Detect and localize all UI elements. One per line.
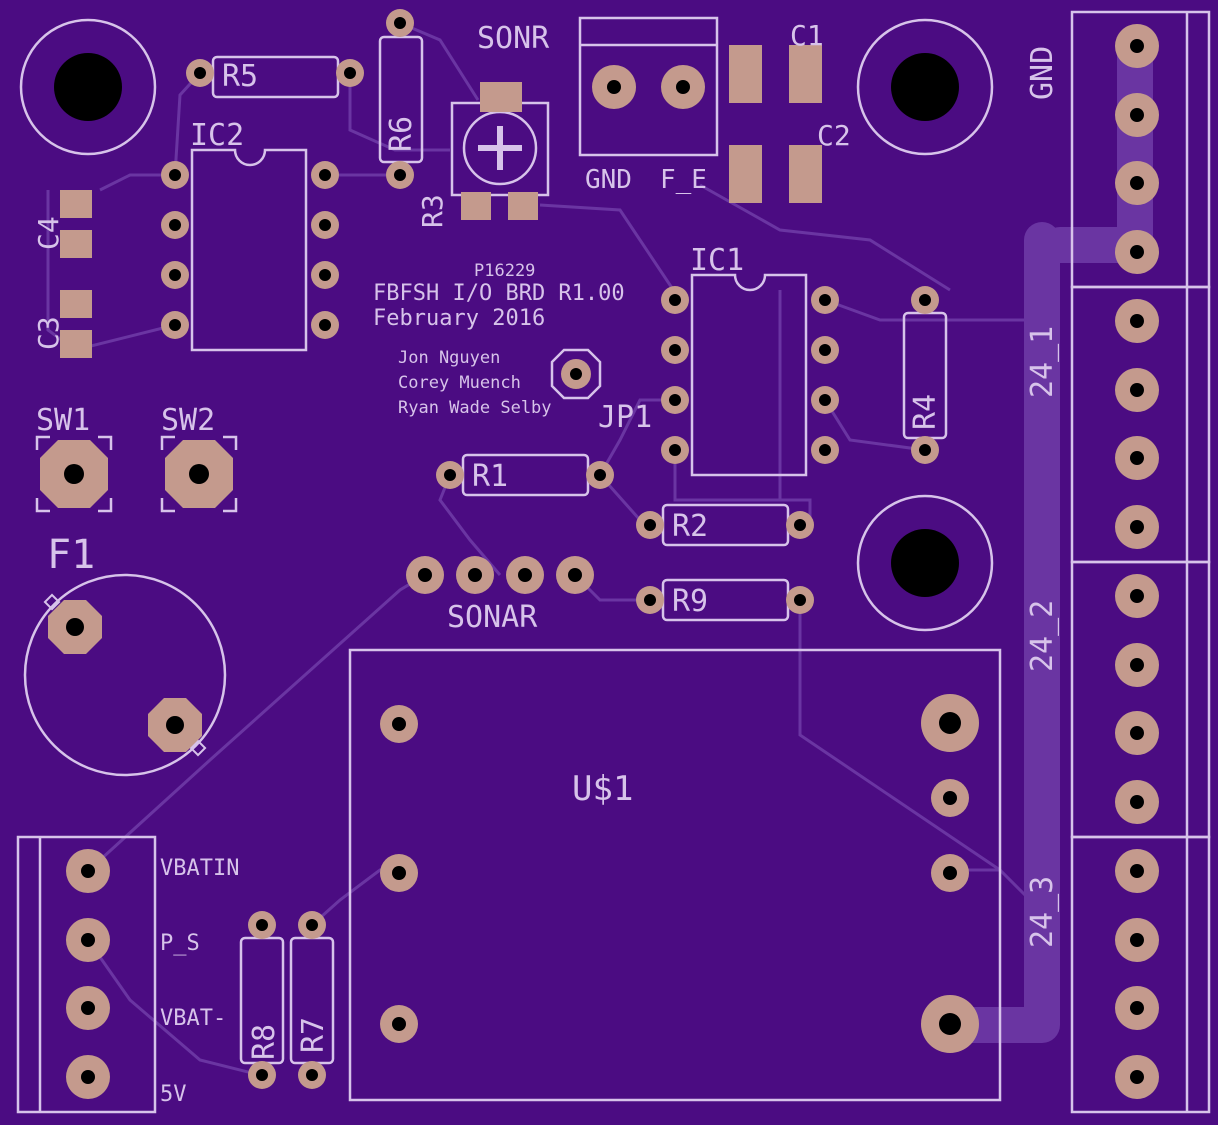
resistor-r9: R9 xyxy=(636,578,814,622)
resistor-r5: R5 xyxy=(186,55,364,99)
ic1-label: IC1 xyxy=(690,243,744,278)
sonar-label: SONAR xyxy=(447,600,538,635)
capacitor-c4: C4 xyxy=(32,190,92,258)
mounting-hole-tr xyxy=(856,18,994,156)
terminal-block-24-2: 24_2 xyxy=(1025,560,1211,839)
pin-ps: P_S xyxy=(160,931,200,956)
f1-label: F1 xyxy=(47,532,95,578)
jumper-jp1: JP1 xyxy=(550,348,652,435)
r3-label: R3 xyxy=(416,194,449,228)
author-2: Corey Muench xyxy=(398,373,521,393)
terminal-block-gnd: GND xyxy=(1025,10,1211,289)
project-number: P16229 xyxy=(474,261,535,281)
mounting-hole-mr xyxy=(856,494,994,632)
label-24-1: 24_1 xyxy=(1025,326,1060,398)
header-sonar: SONAR xyxy=(406,556,594,635)
r2-label: R2 xyxy=(672,509,708,544)
author-3: Ryan Wade Selby xyxy=(398,398,552,418)
switch-sw1: SW1 xyxy=(35,403,113,513)
resistor-r7: R7 xyxy=(289,911,335,1089)
capacitor-c3: C3 xyxy=(32,290,92,358)
resistor-r8: R8 xyxy=(239,911,285,1089)
resistor-r2: R2 xyxy=(636,503,814,547)
ic2-label: IC2 xyxy=(190,118,244,153)
author-1: Jon Nguyen xyxy=(398,348,500,368)
resistor-r4: R4 xyxy=(902,286,948,464)
board-title: FBFSH I/O BRD R1.00 xyxy=(373,281,625,306)
label-24-2: 24_2 xyxy=(1025,600,1060,672)
r7-label: R7 xyxy=(296,1017,331,1053)
label-24-3: 24_3 xyxy=(1025,876,1060,948)
board-date: February 2016 xyxy=(373,306,545,331)
trimpot-r3: R3 xyxy=(416,82,550,228)
sonr-label: SONR xyxy=(477,21,550,56)
board-info: P16229 FBFSH I/O BRD R1.00 February 2016… xyxy=(373,261,625,418)
capacitor-c1: C1 xyxy=(729,19,824,103)
fuse-f1: F1 xyxy=(23,532,227,777)
r4-label: R4 xyxy=(908,394,943,430)
pin-vbatin: VBATIN xyxy=(160,856,239,881)
r5-label: R5 xyxy=(222,59,258,94)
connector-power: VBATIN P_S VBAT- 5V xyxy=(16,835,239,1114)
r6-label: R6 xyxy=(384,116,419,152)
c4-label: C4 xyxy=(32,216,65,250)
terminal-block-24-3: 24_3 xyxy=(1025,835,1211,1114)
resistor-r1: R1 xyxy=(436,453,614,497)
pin-vbat-minus: VBAT- xyxy=(160,1006,226,1031)
r9-label: R9 xyxy=(672,584,708,619)
r1-label: R1 xyxy=(472,459,508,494)
chip-ic1: IC1 xyxy=(661,243,839,477)
jp1-label: JP1 xyxy=(598,400,652,435)
u1-label: U$1 xyxy=(572,769,633,809)
sonr-pin-gnd: GND xyxy=(585,165,632,195)
connector-sonr: SONR GND F_E xyxy=(477,16,719,195)
c3-label: C3 xyxy=(32,316,65,350)
resistor-r6: R6 xyxy=(378,9,424,189)
c2-label: C2 xyxy=(817,119,851,152)
sonr-pin-fe: F_E xyxy=(660,165,707,195)
terminal-block-24-1: 24_1 xyxy=(1025,285,1211,564)
r8-label: R8 xyxy=(247,1024,282,1060)
c1-label: C1 xyxy=(790,19,824,52)
sw1-label: SW1 xyxy=(36,403,90,438)
capacitor-c2: C2 xyxy=(729,119,851,203)
pin-5v: 5V xyxy=(160,1082,187,1107)
module-u1: U$1 xyxy=(348,648,1002,1102)
chip-ic2: IC2 xyxy=(161,118,339,352)
label-gnd: GND xyxy=(1025,46,1060,100)
mounting-hole-tl xyxy=(19,18,157,156)
switch-sw2: SW2 xyxy=(160,403,238,513)
sw2-label: SW2 xyxy=(161,403,215,438)
